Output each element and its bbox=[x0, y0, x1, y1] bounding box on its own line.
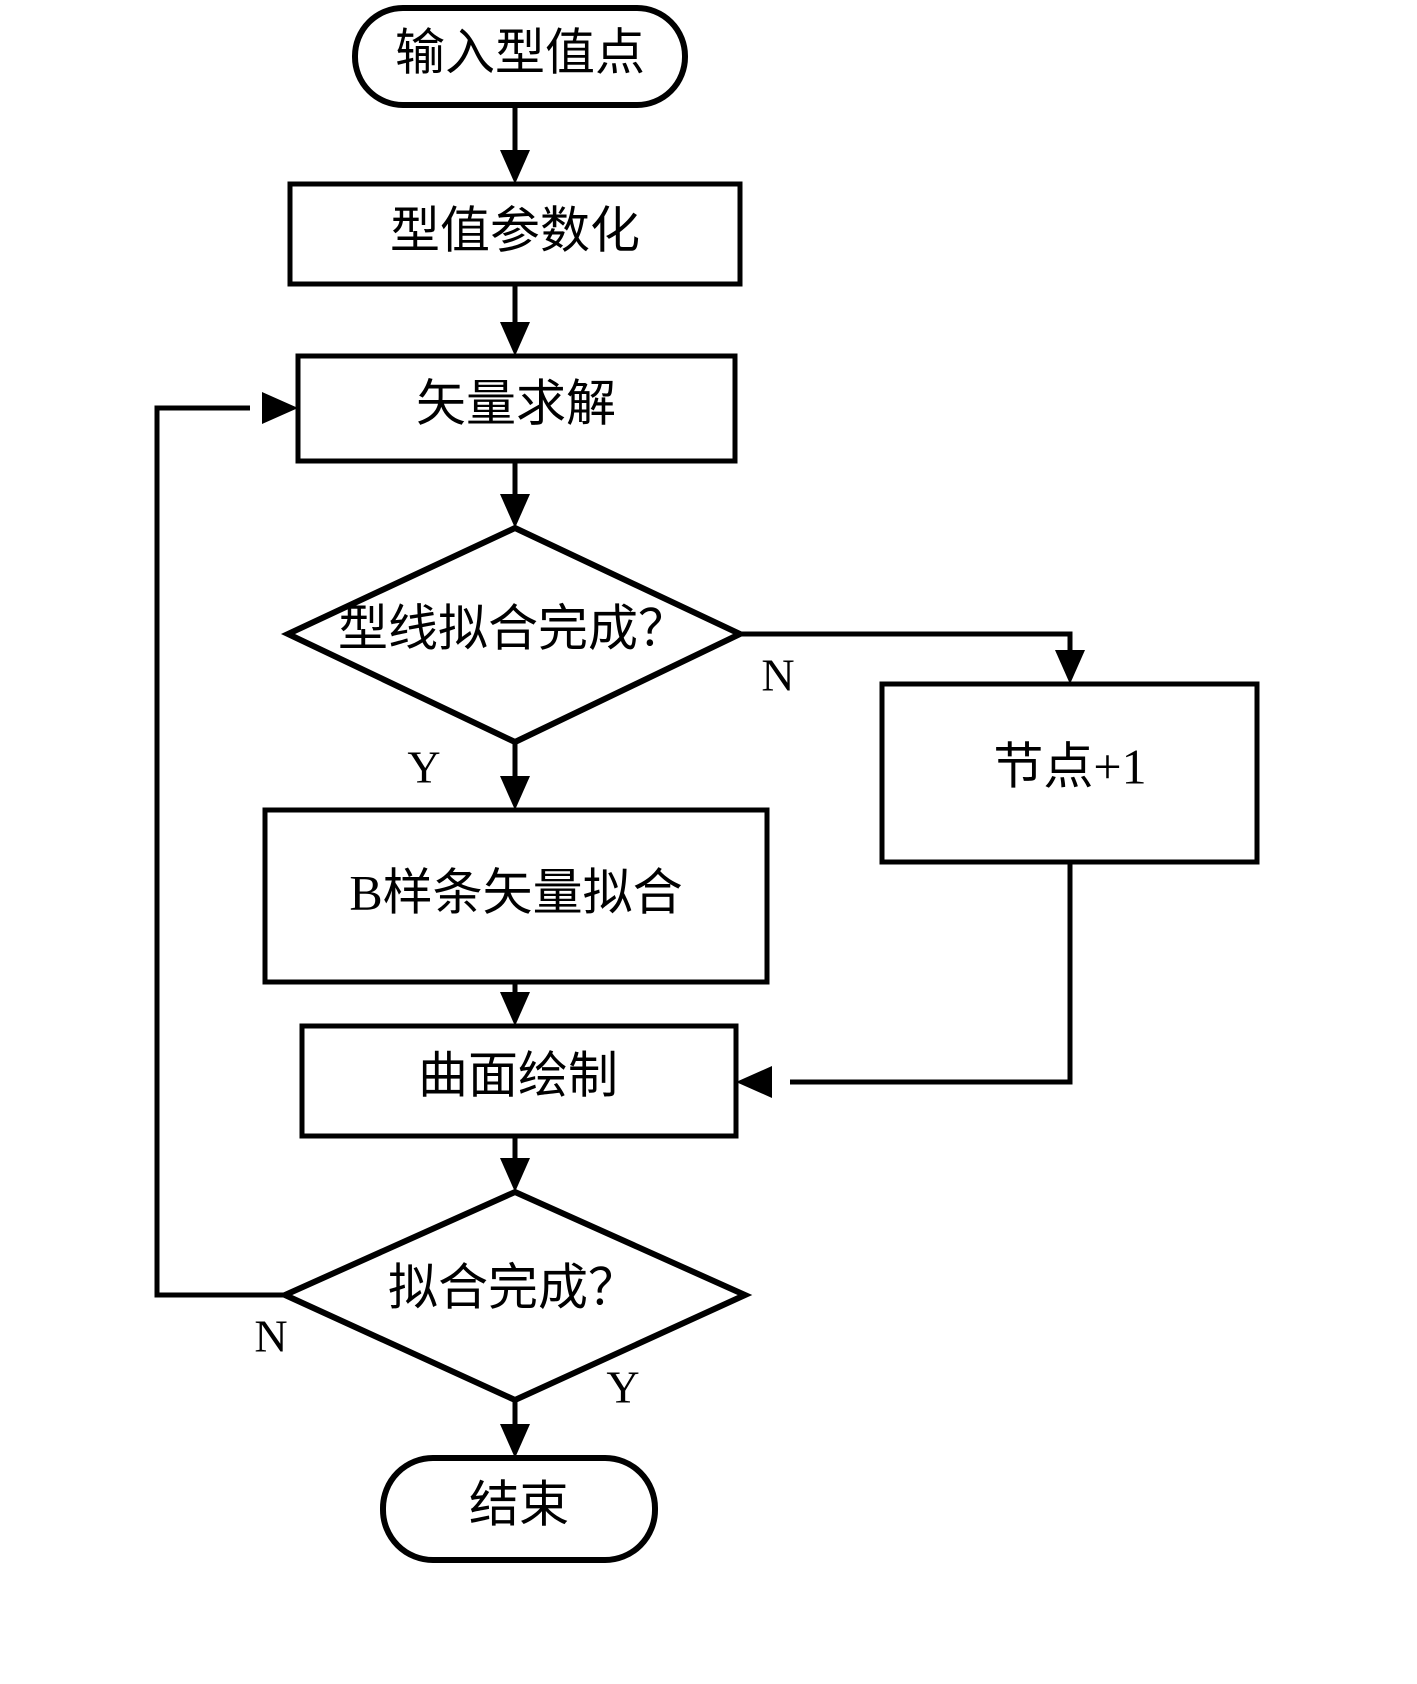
node-bspline-fit[interactable]: B样条矢量拟合 bbox=[262, 807, 770, 985]
edge-surface-to-decision2 bbox=[500, 1136, 530, 1192]
node-parameterize-label: 型值参数化 bbox=[390, 202, 640, 258]
edge-decision2-no-to-vector bbox=[154, 392, 298, 1298]
edge-decision1-no-to-knot bbox=[740, 631, 1085, 684]
node-decision-profile-fit-label: 型线拟合完成？ bbox=[338, 600, 688, 656]
node-decision-fit-complete-label: 拟合完成？ bbox=[388, 1259, 638, 1315]
edge-bspline-to-surface bbox=[500, 982, 530, 1026]
node-knot-increment[interactable]: 节点+1 bbox=[879, 681, 1260, 865]
branch-label-decision2-no: N bbox=[254, 1311, 287, 1362]
edge-knot-to-surface bbox=[736, 862, 1073, 1098]
node-decision-profile-fit[interactable]: 型线拟合完成？ bbox=[280, 524, 747, 746]
node-bspline-fit-label: B样条矢量拟合 bbox=[349, 864, 682, 920]
node-vector-solve[interactable]: 矢量求解 bbox=[295, 353, 738, 464]
edge-decision1-yes-to-bspline bbox=[500, 742, 530, 810]
node-surface-render[interactable]: 曲面绘制 bbox=[299, 1023, 739, 1139]
node-start-label: 输入型值点 bbox=[395, 24, 645, 80]
node-knot-increment-label: 节点+1 bbox=[993, 738, 1146, 794]
node-decision-fit-complete[interactable]: 拟合完成？ bbox=[277, 1188, 753, 1404]
node-end[interactable]: 结束 bbox=[380, 1455, 658, 1563]
node-start[interactable]: 输入型值点 bbox=[352, 5, 688, 108]
branch-label-decision1-no: N bbox=[761, 650, 794, 701]
node-surface-render-label: 曲面绘制 bbox=[418, 1047, 618, 1103]
node-end-label: 结束 bbox=[469, 1476, 569, 1532]
branch-label-decision2-yes: Y bbox=[606, 1362, 639, 1413]
edge-start-to-param bbox=[500, 105, 530, 184]
edge-decision2-yes-to-end bbox=[500, 1400, 530, 1458]
node-vector-solve-label: 矢量求解 bbox=[416, 375, 616, 431]
branch-label-decision1-yes: Y bbox=[407, 742, 440, 793]
node-parameterize[interactable]: 型值参数化 bbox=[287, 181, 743, 287]
edge-param-to-vector bbox=[500, 284, 530, 356]
edge-vector-to-decision1 bbox=[500, 461, 530, 528]
